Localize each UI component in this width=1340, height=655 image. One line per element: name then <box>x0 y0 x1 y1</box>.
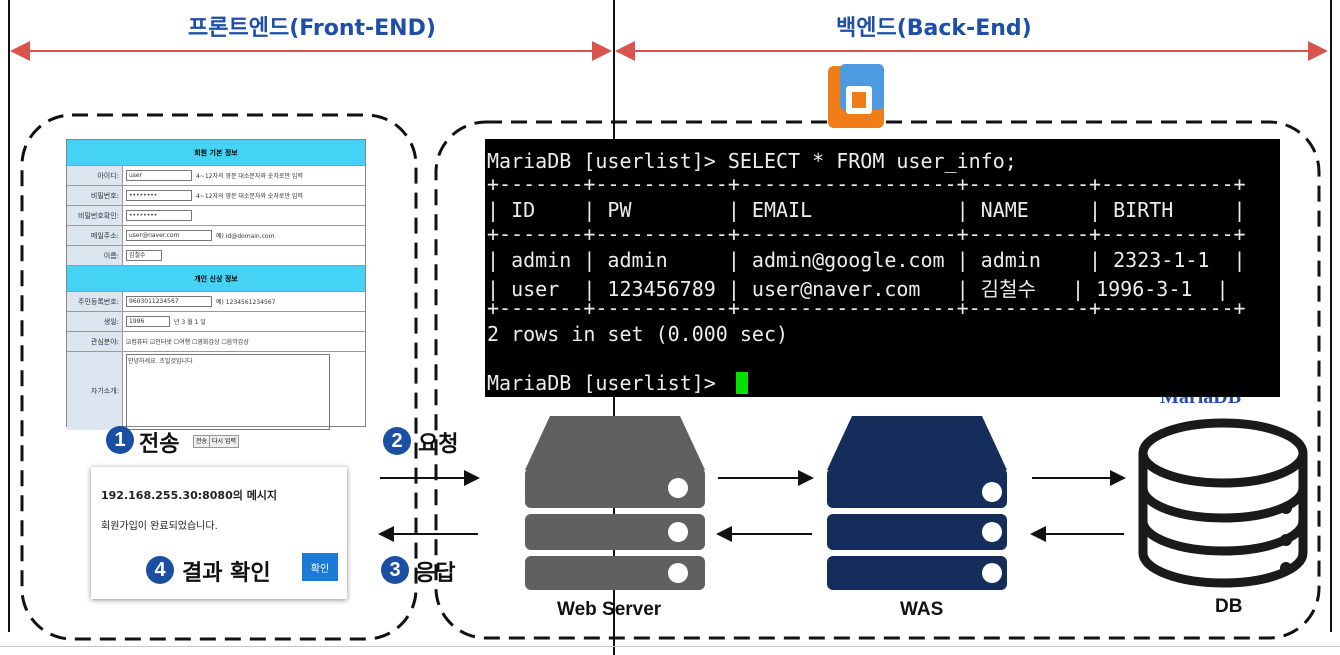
form-row-password: 비밀번호: •••••••• 4~12자의 영문 대소문자와 숫자로만 입력 <box>67 186 365 206</box>
form-label: 주민등록번호: <box>67 292 123 311</box>
form-row-id: 아이디: user 4~12자의 영문 대소문자와 숫자로만 입력 <box>67 166 365 186</box>
terminal-query-line: MariaDB [userlist]> SELECT * FROM user_i… <box>487 149 1017 173</box>
birth-year-input[interactable]: 1996 <box>126 316 170 327</box>
web-server-icon <box>525 416 705 590</box>
form-label: 비밀번호확인: <box>67 206 123 225</box>
mariadb-terminal: MariaDB [userlist]> SELECT * FROM user_i… <box>485 139 1280 397</box>
was-server-icon <box>827 416 1007 590</box>
terminal-summary: 2 rows in set (0.000 sec) <box>487 322 789 346</box>
right-boundary-line <box>1330 0 1332 632</box>
step-3-label: 응답 <box>415 561 456 586</box>
form-row-name: 이름: 김철수 <box>67 246 365 266</box>
backend-title: 백엔드(Back-End) <box>836 16 1032 41</box>
step-2-label: 요청 <box>418 432 459 457</box>
step-1-badge: 1 <box>106 426 134 454</box>
bottom-gray-line <box>0 646 1340 647</box>
form-row-password-confirm: 비밀번호확인: •••••••• <box>67 206 365 226</box>
step-3-badge: 3 <box>381 556 409 584</box>
form-hint: 4~12자의 영문 대소문자와 숫자로만 입력 <box>196 193 303 200</box>
form-label: 아이디: <box>67 166 123 185</box>
form-hint: 예) id@domain.com <box>216 233 275 240</box>
terminal-border-bottom: +-------+-----------+------------------+… <box>487 296 1246 320</box>
reset-button[interactable]: 다시 입력 <box>209 435 239 448</box>
terminal-prompt: MariaDB [userlist]> <box>487 371 728 395</box>
interests-checkboxes[interactable]: ☑컴퓨터 ☑인터넷 ☐여행 ☐영화감상 ☐음악감상 <box>126 339 249 346</box>
step-4-label: 결과 확인 <box>182 561 271 586</box>
form-row-interests: 관심분야: ☑컴퓨터 ☑인터넷 ☐여행 ☐영화감상 ☐음악감상 <box>67 332 365 352</box>
rrn-input[interactable]: 9603011234567 <box>126 296 212 307</box>
step-2-badge: 2 <box>383 427 411 455</box>
form-row-rrn: 주민등록번호: 9603011234567 예) 1234561234567 <box>67 292 365 312</box>
password-input[interactable]: •••••••• <box>126 190 192 201</box>
dialog-message: 회원가입이 완료되었습니다. <box>101 521 218 532</box>
form-section-personal-title: 개인 신상 정보 <box>194 274 238 283</box>
frontend-dashed-box <box>20 113 418 641</box>
form-section-personal: 개인 신상 정보 <box>67 266 365 292</box>
password-confirm-input[interactable]: •••••••• <box>126 210 192 221</box>
id-input[interactable]: user <box>126 170 192 181</box>
terminal-cursor <box>736 372 748 394</box>
form-label: 이름: <box>67 246 123 265</box>
form-row-birth: 생일: 1996 년 3 월 1 일 <box>67 312 365 332</box>
form-label: 자기소개: <box>67 352 123 430</box>
backend-dashed-box <box>434 120 1321 640</box>
step-4-badge: 4 <box>146 556 174 584</box>
terminal-border-top: +-------+-----------+------------------+… <box>487 172 1246 196</box>
intro-textarea[interactable]: 안녕하세요. 조일것입니다 <box>126 354 330 430</box>
virtualbox-logo-icon <box>828 64 884 128</box>
terminal-row-admin: | admin | admin | admin@google.com | adm… <box>487 248 1246 272</box>
dialog-ok-button[interactable]: 확인 <box>302 553 338 581</box>
form-label: 관심분야: <box>67 332 123 351</box>
form-row-intro: 자기소개: 안녕하세요. 조일것입니다 <box>67 352 365 430</box>
frontend-title: 프론트엔드(Front-END) <box>188 16 436 41</box>
terminal-border-mid: +-------+-----------+------------------+… <box>487 222 1246 246</box>
left-boundary-line <box>8 0 10 632</box>
submit-button[interactable]: 전송 <box>193 435 211 448</box>
form-label: 메일주소: <box>67 226 123 245</box>
terminal-row-user: | user | 123456789 | user@naver.com | 김철… <box>487 277 1229 301</box>
database-icon <box>1138 418 1308 588</box>
registration-form: 회원 기본 정보 아이디: user 4~12자의 영문 대소문자와 숫자로만 입… <box>66 139 366 430</box>
db-label: DB <box>1215 596 1243 617</box>
form-section-basic: 회원 기본 정보 <box>67 140 365 166</box>
name-input[interactable]: 김철수 <box>126 250 162 261</box>
form-hint: 4~12자의 영문 대소문자와 숫자로만 입력 <box>196 173 303 180</box>
form-row-email: 메일주소: user@naver.com 예) id@domain.com <box>67 226 365 246</box>
form-label: 비밀번호: <box>67 186 123 205</box>
form-label: 생일: <box>67 312 123 331</box>
dialog-title: 192.168.255.30:8080의 메시지 <box>101 489 278 502</box>
intro-text: 안녕하세요. 조일것입니다 <box>128 358 193 365</box>
form-hint: 예) 1234561234567 <box>216 299 276 306</box>
terminal-header-row: | ID | PW | EMAIL | NAME | BIRTH | <box>487 198 1246 222</box>
alert-dialog: 192.168.255.30:8080의 메시지 회원가입이 완료되었습니다. … <box>91 467 347 599</box>
step-1-label: 전송 <box>139 432 180 457</box>
form-hint: 년 3 월 1 일 <box>174 319 206 326</box>
was-label: WAS <box>900 599 944 620</box>
form-section-basic-title: 회원 기본 정보 <box>194 148 238 157</box>
email-input[interactable]: user@naver.com <box>126 230 212 241</box>
web-server-label: Web Server <box>557 599 662 620</box>
